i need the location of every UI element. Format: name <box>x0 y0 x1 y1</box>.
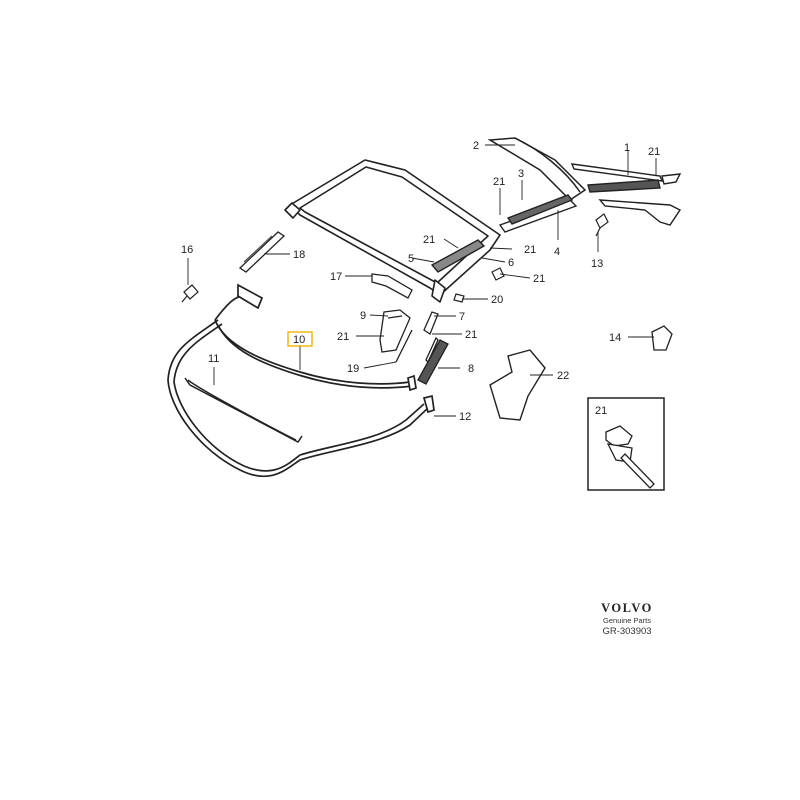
clip-16 <box>181 284 199 303</box>
seal-8 <box>417 339 449 385</box>
bracket-14 <box>651 325 673 351</box>
callout-5: 5 <box>408 253 414 265</box>
trim-17 <box>371 273 413 299</box>
callout-21g: 21 <box>465 329 477 341</box>
callout-16: 16 <box>181 244 193 256</box>
strip-7 <box>423 311 439 364</box>
diagram-code: GR-303903 <box>602 626 652 637</box>
leader-lines <box>187 144 657 417</box>
callout-6: 6 <box>508 257 514 269</box>
callout-21e: 21 <box>533 273 545 285</box>
inset-21: 21 <box>587 397 665 491</box>
inset-label: 21 <box>595 405 607 417</box>
clip-20 <box>453 267 505 303</box>
volvo-logo: VOLVO <box>601 601 653 615</box>
strip-19 <box>395 329 413 363</box>
callout-22: 22 <box>557 370 569 382</box>
callout-10-highlight-box <box>287 331 313 347</box>
callout-21c: 21 <box>423 234 435 246</box>
side-strip-5 <box>430 239 486 273</box>
rear-roof-seal-1 <box>570 163 682 193</box>
callout-21d: 21 <box>524 244 536 256</box>
callout-19: 19 <box>347 363 359 375</box>
windshield-frame <box>284 159 501 303</box>
callout-21b: 21 <box>493 176 505 188</box>
brand-subtitle: Genuine Parts <box>603 616 651 625</box>
callout-21f: 21 <box>337 331 349 343</box>
panel-22 <box>489 349 546 421</box>
callout-10: 10 <box>293 334 305 346</box>
callout-17: 17 <box>330 271 342 283</box>
door-seal-11 <box>184 377 303 443</box>
callout-21a: 21 <box>648 146 660 158</box>
callout-13: 13 <box>591 258 603 270</box>
callout-11: 11 <box>208 353 219 365</box>
callout-labels: 2 1 21 3 21 21 21 5 4 6 13 16 18 17 21 2… <box>181 140 660 423</box>
callout-8: 8 <box>468 363 474 375</box>
callout-4: 4 <box>554 246 560 258</box>
callout-12: 12 <box>459 411 471 423</box>
bracket-18 <box>238 231 286 273</box>
callout-3: 3 <box>518 168 524 180</box>
brand-block: VOLVO Genuine Parts GR-303903 <box>568 601 686 638</box>
trim-9 <box>379 309 411 353</box>
rear-roof-seal-4 <box>498 194 682 233</box>
callout-1: 1 <box>624 142 630 154</box>
roof-rail-seal <box>487 137 587 201</box>
callout-2: 2 <box>473 140 479 152</box>
callout-9: 9 <box>360 310 366 322</box>
clip-fastener-icon <box>605 425 655 489</box>
door-seal-12 <box>167 319 435 478</box>
callout-18: 18 <box>293 249 305 261</box>
door-seal-10 <box>214 283 413 389</box>
callout-14: 14 <box>609 332 621 344</box>
callout-20: 20 <box>491 294 503 306</box>
callout-7: 7 <box>459 311 465 323</box>
